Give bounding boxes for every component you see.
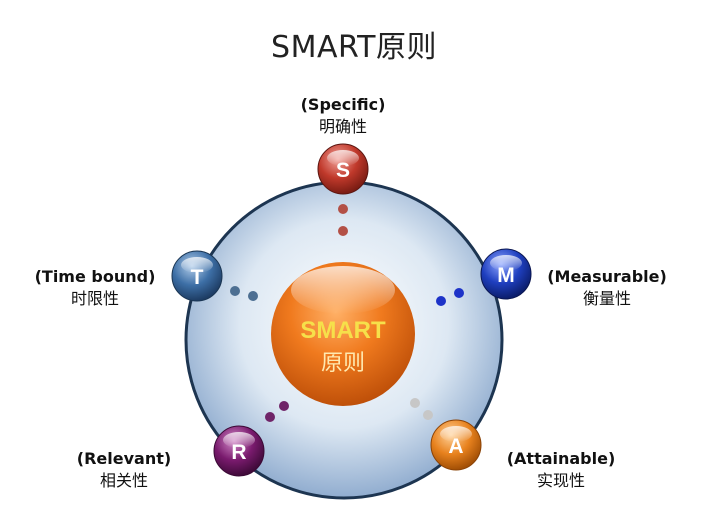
node-s: S xyxy=(317,143,369,195)
connector-dots-m xyxy=(436,288,464,306)
label-relevant-en: (Relevant) xyxy=(76,449,172,468)
center-sphere: SMART 原则 xyxy=(271,262,415,406)
connector-dots-s xyxy=(338,204,348,236)
node-s-letter: S xyxy=(336,159,350,182)
label-relevant: (Relevant) 相关性 xyxy=(62,448,186,492)
center-subtitle: 原则 xyxy=(321,351,365,376)
label-measurable: (Measurable) 衡量性 xyxy=(532,266,682,310)
label-specific-zh: 明确性 xyxy=(318,117,367,136)
connector-dots-a xyxy=(410,398,433,420)
node-t: T xyxy=(171,250,223,302)
center-title: SMART xyxy=(300,317,386,344)
connector-dots-t xyxy=(230,286,258,301)
label-measurable-en: (Measurable) xyxy=(547,267,667,286)
label-relevant-zh: 相关性 xyxy=(99,471,148,490)
connector-dots-r xyxy=(265,401,289,422)
label-time-bound: (Time bound) 时限性 xyxy=(20,266,170,310)
node-m-letter: M xyxy=(497,264,515,287)
node-m: M xyxy=(480,248,532,300)
label-attainable-zh: 实现性 xyxy=(536,471,585,490)
label-time-bound-en: (Time bound) xyxy=(34,267,156,286)
page-title: SMART原则 xyxy=(271,30,437,65)
label-attainable: (Attainable) 实现性 xyxy=(494,448,628,492)
label-time-bound-zh: 时限性 xyxy=(70,289,119,308)
node-t-letter: T xyxy=(191,266,204,289)
node-a-letter: A xyxy=(448,435,463,458)
node-a: A xyxy=(430,419,482,471)
node-r: R xyxy=(213,425,265,477)
label-measurable-zh: 衡量性 xyxy=(582,289,631,308)
label-specific: (Specific) 明确性 xyxy=(293,94,393,138)
label-specific-en: (Specific) xyxy=(300,95,386,114)
label-attainable-en: (Attainable) xyxy=(506,449,616,468)
node-r-letter: R xyxy=(231,441,246,464)
